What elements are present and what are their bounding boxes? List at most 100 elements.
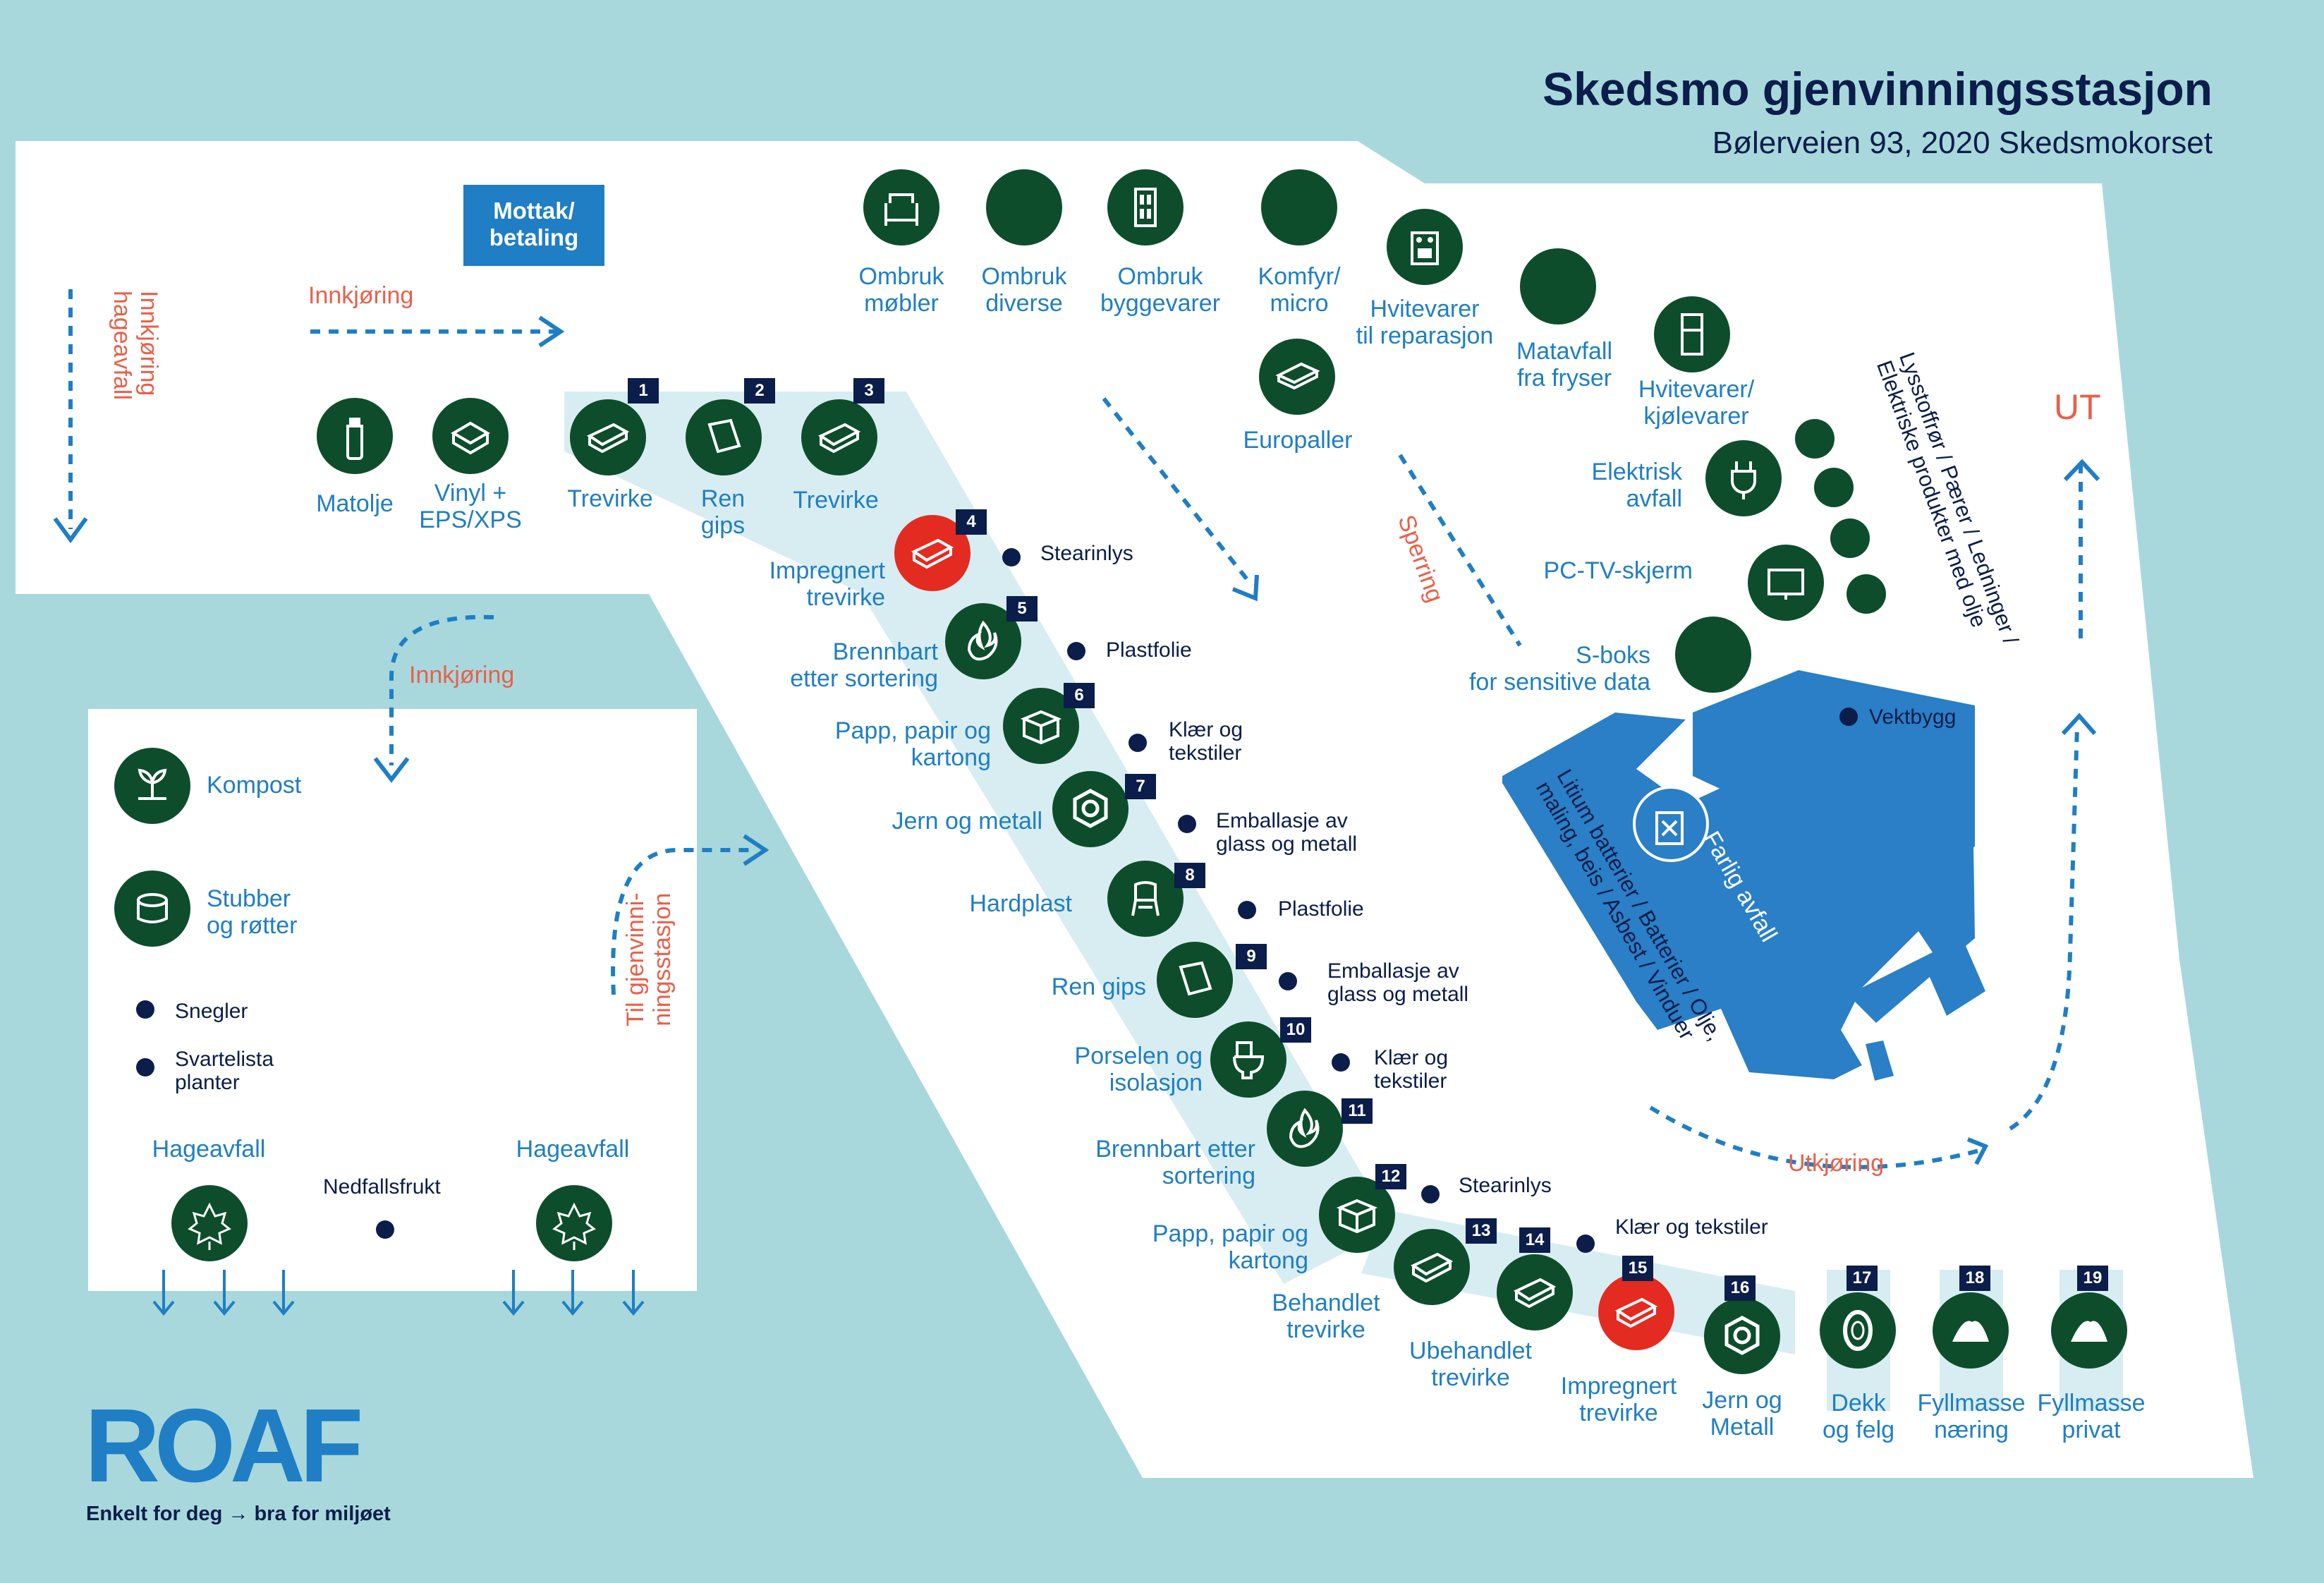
station-label: Jern og Metall xyxy=(1702,1387,1782,1441)
station-number: 13 xyxy=(1466,1218,1497,1244)
stubber-label: Stubber og røtter xyxy=(207,885,298,939)
arrow-exit xyxy=(1649,1105,1983,1170)
station-label: Dekk og felg xyxy=(1822,1390,1895,1443)
fluorescent-tube-icon xyxy=(1795,419,1835,459)
station-label: Ren gips xyxy=(700,485,746,539)
nut-icon xyxy=(1052,771,1128,847)
vektbygg-label: Vektbygg xyxy=(1869,705,1957,729)
nedfallsfrukt-dot xyxy=(376,1220,394,1239)
komfyr-label: Komfyr/ micro xyxy=(1258,263,1341,317)
matavfall-label: Matavfall fra fryser xyxy=(1516,338,1613,392)
leaf-icon-1 xyxy=(171,1185,248,1261)
arrow-up1 xyxy=(2009,726,2079,1131)
stearinlys-dot-1 xyxy=(1002,548,1021,566)
station-label: Impregnert trevirke xyxy=(1560,1373,1677,1426)
kompost-label: Kompost xyxy=(207,772,302,799)
entry-label: Innkjøring xyxy=(308,282,414,309)
pc-tv-label: PC-TV-skjerm xyxy=(1543,557,1693,584)
hageavfall-label-2: Hageavfall xyxy=(516,1136,630,1163)
station-label: Hardplast xyxy=(969,890,1072,917)
gypsum-icon xyxy=(1157,942,1233,1018)
roaf-logo-text: ROAF xyxy=(85,1388,363,1504)
exit-drive-label: Utkjøring xyxy=(1788,1150,1885,1177)
plug-icon xyxy=(1705,440,1782,516)
vinyl-label: Vinyl + EPS/XPS xyxy=(419,480,522,533)
washing-machine-icon xyxy=(1387,209,1463,285)
klaer-label-2: Klær og tekstiler xyxy=(1374,1046,1449,1093)
stearinlys-label-2: Stearinlys xyxy=(1459,1174,1552,1197)
station-number: 18 xyxy=(1959,1266,1990,1291)
reception-box: Mottak/ betaling xyxy=(463,185,604,266)
plastfolie-dot-1 xyxy=(1067,642,1085,660)
emballasje-label-1: Emballasje av glass og metall xyxy=(1216,809,1358,856)
pallet-icon xyxy=(1259,339,1335,415)
ombruk-diverse-label: Ombruk diverse xyxy=(981,263,1067,317)
garden-entry-label: Innkjøring hageavfall xyxy=(109,291,162,401)
roaf-tagline: Enkelt for deg → bra for miljøet xyxy=(86,1503,391,1525)
station-number: 4 xyxy=(956,509,987,535)
klaer-dot-1 xyxy=(1128,734,1147,752)
station-label: Papp, papir og kartong xyxy=(1152,1220,1308,1274)
misc-reuse-icon xyxy=(986,169,1062,245)
svarteliste-label: Svartelista planter xyxy=(175,1048,274,1094)
hvitevarer-rep-label: Hvitevarer til reparasjon xyxy=(1356,296,1494,349)
chair-icon xyxy=(1107,861,1184,937)
box-icon xyxy=(1319,1177,1395,1253)
station-label: Porselen og isolasjon xyxy=(1074,1043,1203,1096)
toilet-icon xyxy=(1210,1021,1286,1098)
klaer-label-3: Klær og tekstiler xyxy=(1615,1215,1768,1239)
station-number: 19 xyxy=(2077,1266,2108,1291)
snegler-label: Snegler xyxy=(175,1000,248,1023)
station-number: 17 xyxy=(1847,1266,1878,1291)
plastfolie-label-2: Plastfolie xyxy=(1278,897,1364,921)
monitor-icon xyxy=(1748,545,1824,621)
hageavfall-label-1: Hageavfall xyxy=(152,1136,266,1163)
oil-radiator-icon xyxy=(1847,574,1886,614)
hazardous-building-ext xyxy=(1693,670,1975,875)
flame-icon xyxy=(1267,1091,1343,1167)
station-number: 8 xyxy=(1174,863,1205,888)
station-label: Impregnert trevirke xyxy=(769,557,885,611)
vektbygg-dot xyxy=(1839,708,1858,726)
lane-upper xyxy=(564,392,1393,1284)
cable-icon xyxy=(1830,518,1870,558)
station-label: Jern og metall xyxy=(892,808,1042,835)
station-number: 16 xyxy=(1724,1275,1756,1301)
station-label: Brennbart etter sortering xyxy=(1095,1136,1255,1189)
wood-icon xyxy=(1598,1274,1674,1350)
elektrisk-label: Elektrisk avfall xyxy=(1591,459,1682,512)
stump-icon xyxy=(114,871,190,947)
hazardous-icon xyxy=(1633,786,1709,862)
station-number: 6 xyxy=(1064,683,1095,708)
emballasje-dot-2 xyxy=(1279,972,1297,990)
station-label: Fyllmasse næring xyxy=(1917,1390,2026,1443)
plastfolie-label-1: Plastfolie xyxy=(1106,638,1192,662)
out-label: UT xyxy=(2054,387,2101,427)
station-label: Behandlet trevirke xyxy=(1272,1290,1380,1343)
klaer-dot-3 xyxy=(1576,1235,1595,1253)
station-label: Trevirke xyxy=(793,487,879,514)
station-number: 12 xyxy=(1375,1164,1406,1189)
arrow-barrier xyxy=(1398,454,1522,647)
soil-icon xyxy=(2051,1292,2127,1369)
inner-entry-label: Innkjøring xyxy=(409,662,515,689)
nedfallsfrukt-label: Nedfallsfrukt xyxy=(323,1175,441,1199)
wood-icon xyxy=(570,399,646,475)
nut-icon xyxy=(1704,1298,1780,1374)
station-label: Brennbart etter sortering xyxy=(790,638,938,692)
to-station-label: Til gjenvinni- ningsstasjon xyxy=(622,892,676,1026)
snegler-dot xyxy=(136,1000,154,1019)
s-box-icon xyxy=(1675,617,1751,693)
station-number: 7 xyxy=(1125,774,1156,799)
station-number: 5 xyxy=(1006,596,1038,621)
ombruk-mobler-label: Ombruk møbler xyxy=(858,263,944,317)
station-number: 9 xyxy=(1236,944,1267,969)
s-boks-label: S-boks for sensitive data xyxy=(1468,642,1650,696)
station-label: Ubehandlet trevirke xyxy=(1409,1338,1532,1391)
wood-icon xyxy=(1394,1229,1470,1305)
wood-icon xyxy=(1497,1254,1573,1330)
stearinlys-label-1: Stearinlys xyxy=(1040,542,1133,565)
station-label: Fyllmasse privat xyxy=(2037,1390,2146,1443)
lane-lower xyxy=(1361,1210,1795,1354)
